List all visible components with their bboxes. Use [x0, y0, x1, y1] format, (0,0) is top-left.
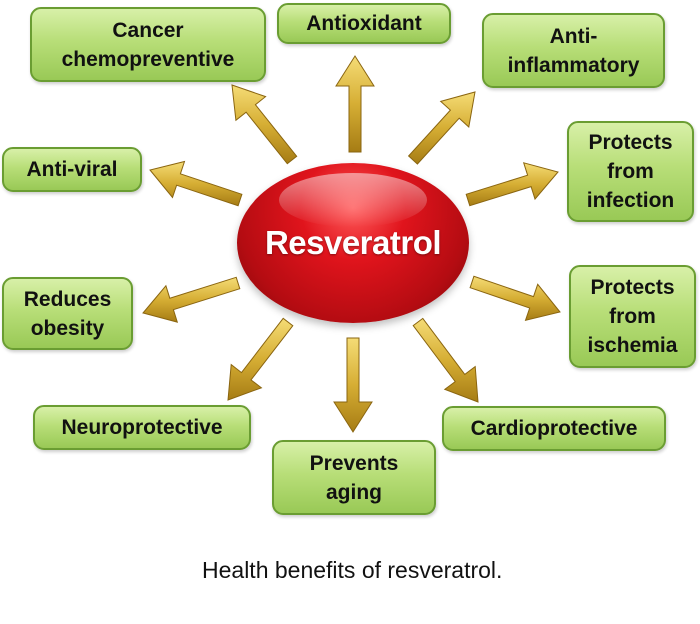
benefit-label: Reduces obesity [23, 287, 112, 340]
resveratrol-hub: Resveratrol [237, 163, 469, 323]
hub-label: Resveratrol [264, 224, 442, 261]
benefit-label: Cardioprotective [470, 417, 638, 440]
benefit-protects-from-infection: Protects from infection [567, 121, 694, 222]
arrow-to-cancer-chemopreventive [231, 84, 298, 165]
benefit-label: Cancer chemopreventive [61, 18, 235, 71]
benefit-cancer-chemopreventive: Cancer chemopreventive [30, 7, 266, 82]
benefit-protects-from-ischemia: Protects from ischemia [569, 265, 696, 368]
arrow-to-neuroprotective [227, 317, 294, 401]
benefit-label: Anti-viral [26, 158, 118, 181]
benefit-label: Protects from ischemia [587, 276, 678, 357]
arrow-to-cardioprotective [412, 317, 479, 403]
benefit-label: Protects from infection [586, 131, 675, 212]
benefit-cardioprotective: Cardioprotective [442, 406, 666, 451]
arrow-to-protects-from-ischemia [469, 275, 561, 321]
arrow-to-anti-inflammatory [407, 91, 476, 165]
arrow-to-protects-from-infection [465, 162, 559, 207]
benefit-antioxidant: Antioxidant [277, 3, 451, 44]
figure-caption: Health benefits of resveratrol. [202, 557, 503, 583]
benefit-prevents-aging: Prevents aging [272, 440, 436, 515]
arrow-to-reduces-obesity [142, 276, 241, 323]
benefit-anti-viral: Anti-viral [2, 147, 142, 192]
benefit-label: Antioxidant [306, 12, 422, 35]
arrow-to-antioxidant [335, 55, 375, 153]
benefit-label: Prevents aging [309, 451, 399, 504]
arrow-to-prevents-aging [333, 337, 373, 433]
benefit-label: Anti- inflammatory [507, 24, 640, 77]
benefit-anti-inflammatory: Anti- inflammatory [482, 13, 665, 88]
benefit-reduces-obesity: Reduces obesity [2, 277, 133, 350]
benefit-neuroprotective: Neuroprotective [33, 405, 251, 450]
arrow-to-anti-viral [149, 160, 243, 207]
benefit-label: Neuroprotective [61, 416, 223, 439]
